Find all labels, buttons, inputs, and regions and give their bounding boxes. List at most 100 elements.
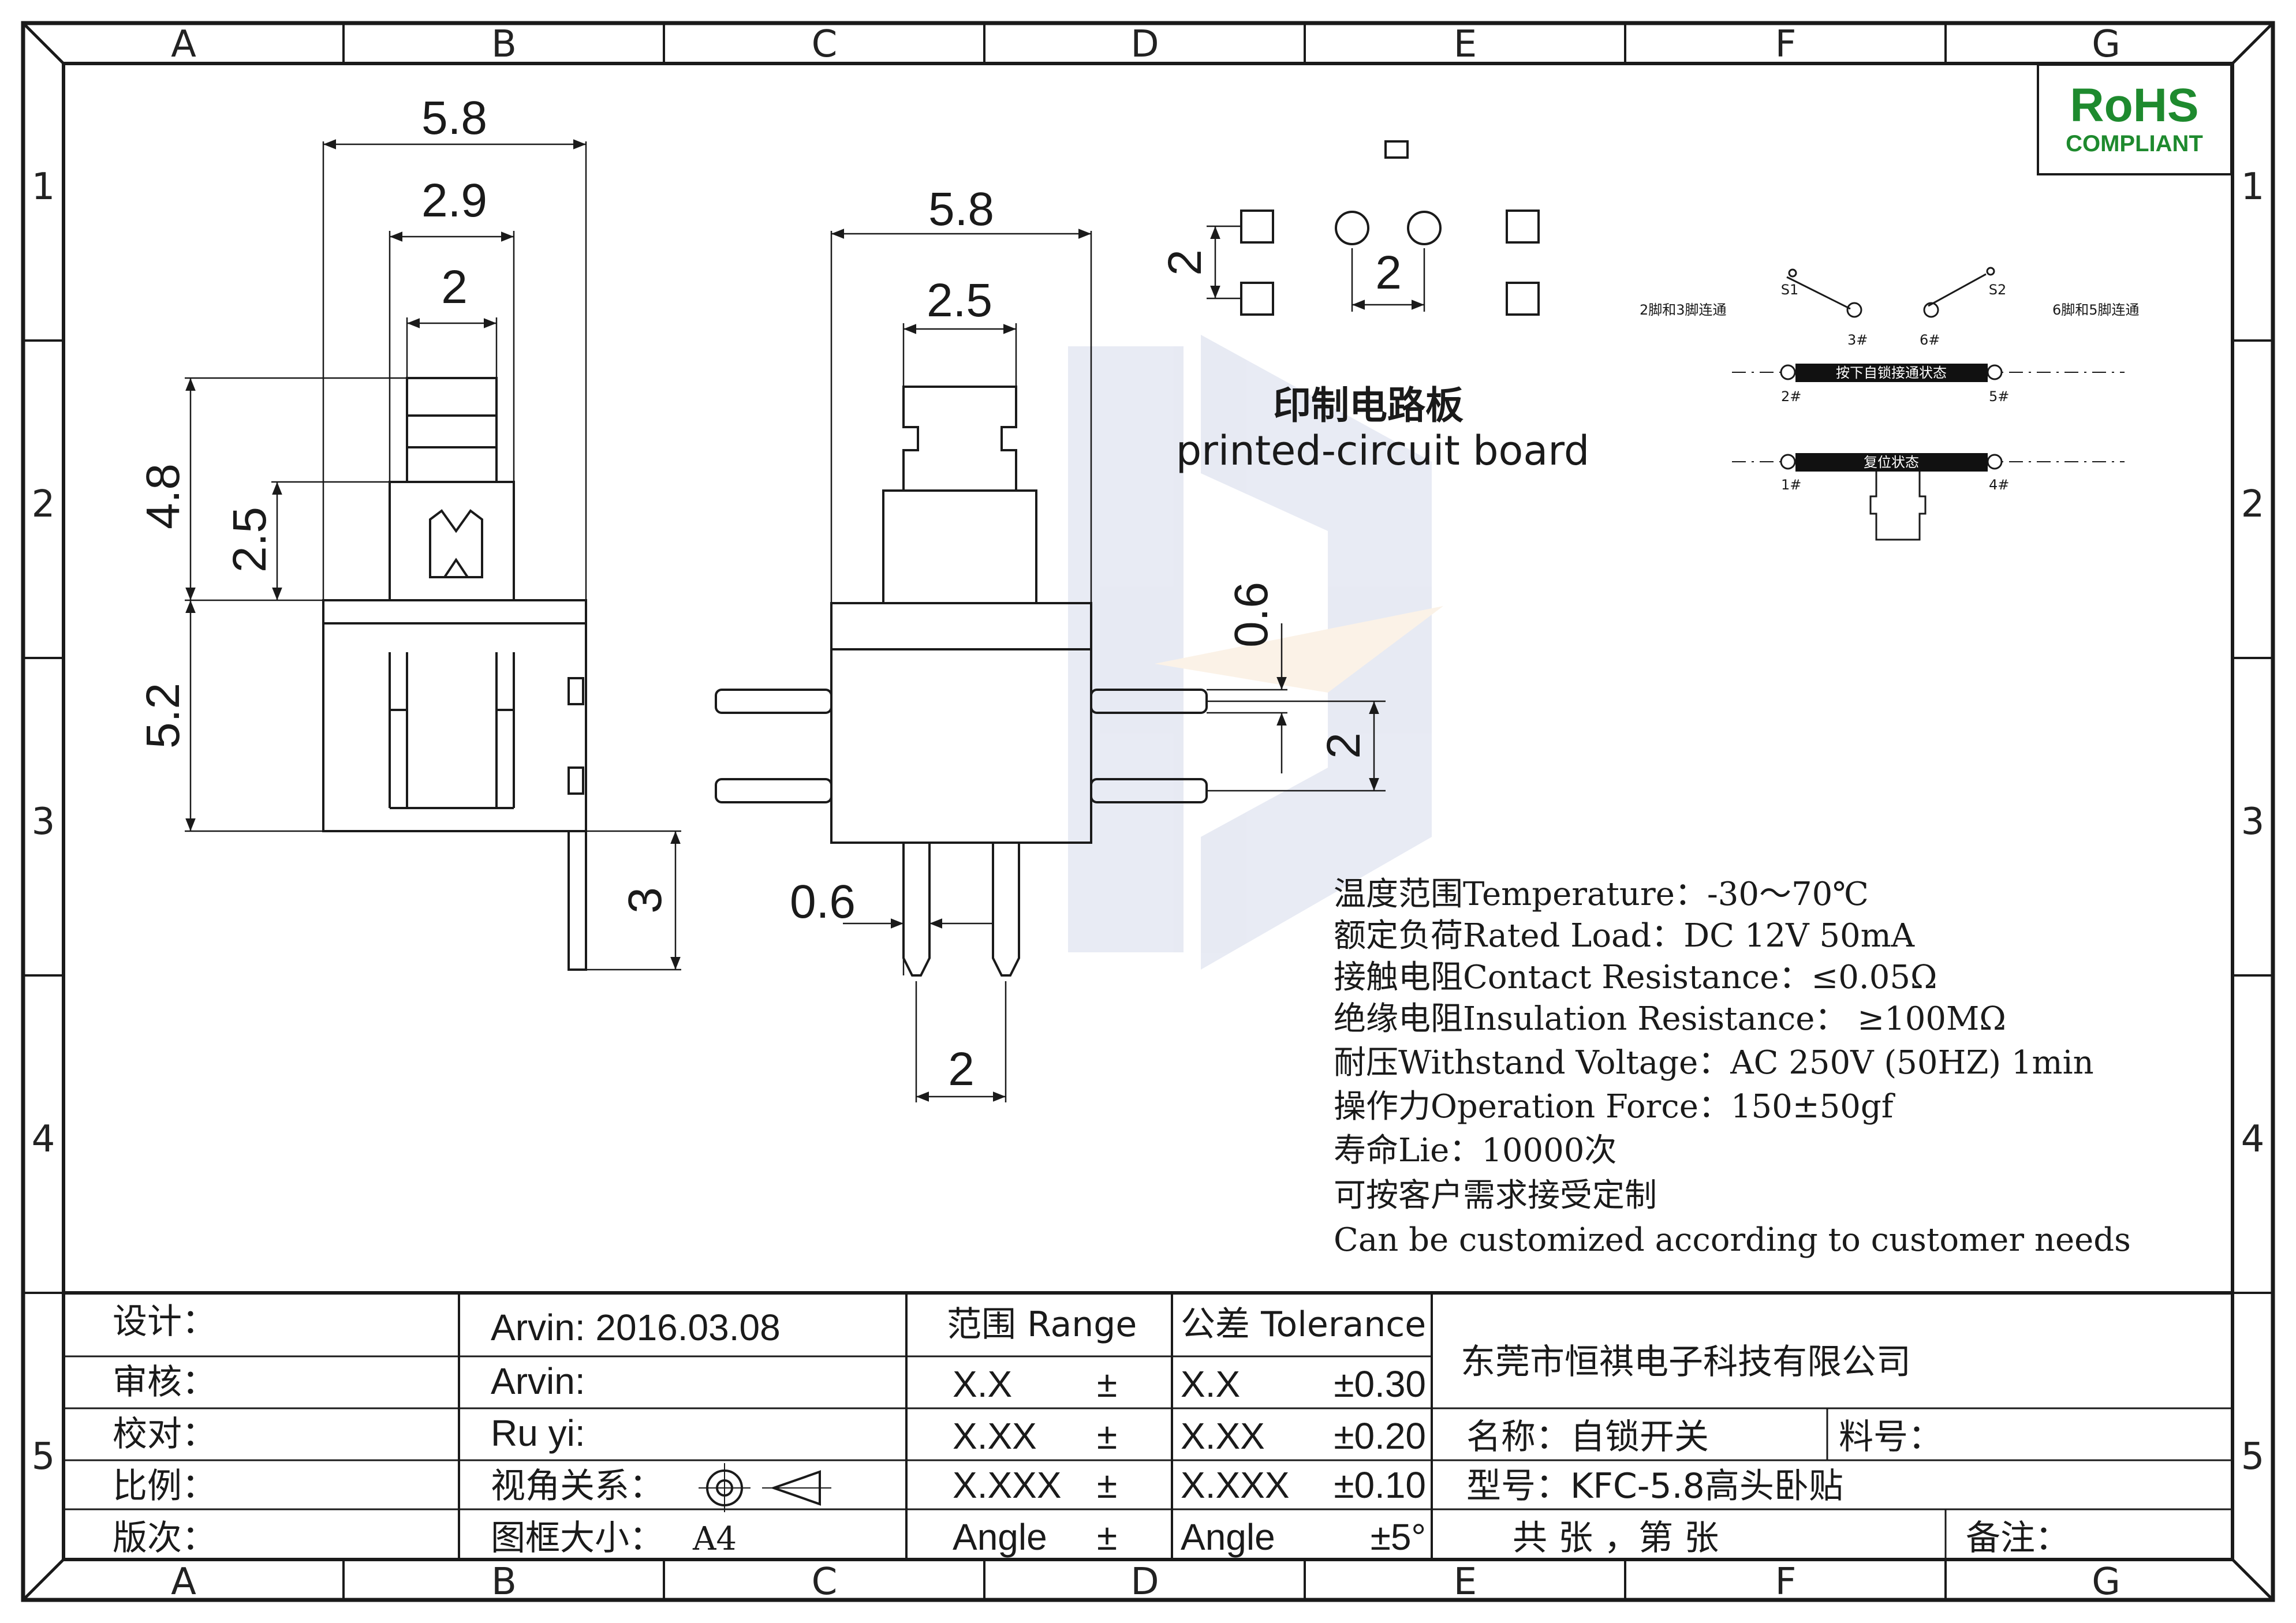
- remark-label: 备注：: [1966, 1518, 2070, 1558]
- model-label: 型号：KFC-5.8高头卧贴: [1466, 1466, 1843, 1506]
- dim-side-top-width: 5.8: [421, 92, 487, 144]
- tol-x-4: Angle: [1181, 1516, 1275, 1558]
- frame-label: 图框大小：: [491, 1518, 664, 1558]
- front-view-dimensions: [830, 229, 1386, 1102]
- title-block-grid: [64, 1291, 2232, 1560]
- col-label-top: E: [1454, 23, 1477, 66]
- dim-front-width: 5.8: [928, 183, 994, 235]
- dim-side-mid-width: 2.9: [421, 174, 487, 227]
- tol-x-1: X.X: [1181, 1363, 1240, 1405]
- schematic-pin2: 2#: [1781, 388, 1801, 405]
- spec-insulation-resistance: 绝缘电阻Insulation Resistance： ≥100MΩ: [1334, 1000, 2006, 1038]
- front-view-dimension-labels: 5.8 2.5 0.6 2 0.6 2: [790, 183, 1370, 1095]
- range-row-4: Angle: [953, 1516, 1047, 1558]
- pressed-state-bar: [1795, 364, 1988, 382]
- front-view-outline: [715, 386, 1208, 977]
- range-row-2: X.XX: [953, 1415, 1037, 1457]
- tol-value-3: ±0.10: [1334, 1464, 1426, 1506]
- row-label-left: 2: [32, 483, 55, 526]
- dim-side-leg-length: 3: [619, 887, 671, 914]
- rohs-title: RoHS: [2070, 79, 2198, 132]
- side-view-outline: [322, 377, 587, 971]
- schematic-s2: S2: [1989, 282, 2007, 298]
- schematic-pin3: 3#: [1847, 332, 1868, 348]
- schematic-pin5: 5#: [1989, 388, 2009, 405]
- range-row-3: X.XXX: [953, 1464, 1062, 1506]
- scale-label: 比例：: [113, 1466, 216, 1506]
- spec-withstand-voltage: 耐压Withstand Voltage：AC 250V (50HZ) 1min: [1334, 1044, 2094, 1082]
- col-label-top: G: [2092, 23, 2120, 66]
- row-label-right: 4: [2241, 1118, 2265, 1161]
- row-label-right: 3: [2241, 801, 2265, 843]
- check-label: 校对：: [113, 1414, 216, 1454]
- pcb-labels: 2 2 印制电路板 printed-circuit board: [1159, 246, 1589, 474]
- col-label-bottom: E: [1454, 1561, 1477, 1603]
- design-value: Arvin: 2016.03.08: [491, 1307, 781, 1348]
- schematic-labels: S1 S2 2脚和3脚连通 6脚和5脚连通 3# 6# 2# 5# 1# 4# …: [1640, 282, 2140, 493]
- tol-value-4: ±5°: [1371, 1516, 1426, 1558]
- tolerance-header: 公差 Tolerance: [1181, 1304, 1426, 1345]
- range-pm-4: ±: [1097, 1516, 1117, 1558]
- drawing-frame: [21, 21, 2275, 1602]
- title-block-text: 设计： Arvin: 2016.03.08 审核： Arvin: 校对： Ru …: [113, 1302, 2070, 1558]
- spec-custom-en: Can be customized according to customer …: [1334, 1221, 2131, 1259]
- col-label-top: A: [171, 23, 196, 66]
- schematic-pin4: 4#: [1989, 477, 2009, 493]
- name-label: 名称：自锁开关: [1466, 1417, 1709, 1457]
- col-label-bottom: G: [2092, 1561, 2120, 1603]
- watermark-logo: [1068, 335, 1443, 970]
- grid-labels: A B C D E F G A B C D E F G 1 2 3 4 5 1 …: [32, 23, 2265, 1603]
- row-label-left: 3: [32, 801, 55, 843]
- dim-front-stem-width: 2.5: [927, 274, 992, 327]
- projection-symbol-icon: [699, 1463, 831, 1512]
- row-label-left: 1: [32, 166, 55, 208]
- reset-state-bar: [1795, 453, 1988, 472]
- dim-side-stem-height: 2.5: [223, 507, 276, 573]
- col-label-top: C: [812, 23, 838, 66]
- dim-pcb-pitch: 2: [1375, 246, 1402, 299]
- row-label-left: 5: [32, 1435, 55, 1478]
- company-name: 东莞市恒祺电子科技有限公司: [1461, 1342, 1911, 1382]
- row-label-right: 2: [2241, 483, 2265, 526]
- col-label-bottom: F: [1775, 1561, 1797, 1603]
- frame-value: A4: [692, 1520, 737, 1558]
- range-header: 范围 Range: [947, 1304, 1137, 1345]
- dim-front-pin-width: 0.6: [790, 876, 856, 928]
- col-label-bottom: A: [171, 1561, 196, 1603]
- col-label-bottom: C: [812, 1561, 838, 1603]
- dim-pcb-pad: 2: [1159, 249, 1211, 276]
- spec-life: 寿命Lie：10000次: [1334, 1132, 1616, 1169]
- rohs-badge: RoHS COMPLIANT: [2037, 63, 2232, 175]
- row-label-right: 5: [2241, 1435, 2265, 1478]
- pcb-title-en: printed-circuit board: [1176, 427, 1590, 474]
- range-pm-3: ±: [1097, 1464, 1117, 1506]
- range-row-1: X.X: [953, 1363, 1012, 1405]
- row-label-left: 4: [32, 1118, 55, 1161]
- schematic-right-note: 6脚和5脚连通: [2052, 302, 2140, 318]
- side-view-dimension-labels: 5.8 2.9 2 4.8 2.5 5.2 3: [137, 92, 671, 914]
- col-label-bottom: D: [1130, 1561, 1159, 1603]
- review-value: Arvin:: [491, 1360, 585, 1402]
- view-label: 视角关系：: [491, 1466, 664, 1506]
- tol-x-2: X.XX: [1181, 1415, 1265, 1457]
- dim-front-pin-pitch-bottom: 2: [948, 1043, 975, 1095]
- tol-x-3: X.XXX: [1181, 1464, 1290, 1506]
- dim-side-total-height: 4.8: [137, 463, 189, 529]
- pcb-dimensions: [1207, 225, 1425, 312]
- review-label: 审核：: [113, 1362, 216, 1403]
- tol-value-1: ±0.30: [1334, 1363, 1426, 1405]
- dim-front-pin-thickness: 0.6: [1225, 582, 1278, 648]
- schematic-pin1: 1#: [1781, 477, 1801, 493]
- row-label-right: 1: [2241, 166, 2265, 208]
- schematic-pin6: 6#: [1920, 332, 1940, 348]
- check-value: Ru yi:: [491, 1412, 585, 1454]
- specifications: 温度范围Temperature：-30～70℃ 额定负荷Rated Load：D…: [1334, 876, 2131, 1259]
- design-label: 设计：: [113, 1302, 216, 1342]
- col-label-bottom: B: [491, 1561, 517, 1603]
- pcb-title-cn: 印制电路板: [1273, 383, 1464, 428]
- sheet-label: 共 张 ，第 张: [1513, 1518, 1719, 1558]
- tol-value-2: ±0.20: [1334, 1415, 1426, 1457]
- spec-operation-force: 操作力Operation Force：150±50gf: [1334, 1088, 1896, 1125]
- rohs-subtitle: COMPLIANT: [2066, 131, 2203, 156]
- schematic-left-note: 2脚和3脚连通: [1640, 302, 1727, 318]
